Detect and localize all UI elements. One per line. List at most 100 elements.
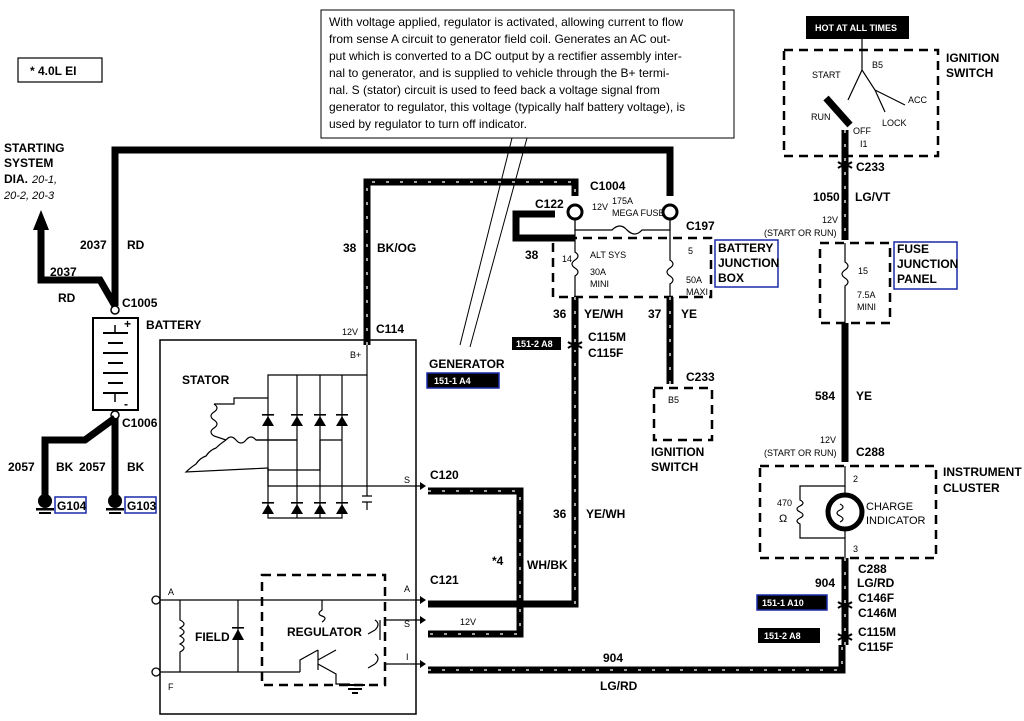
charge-label-1: CHARGE xyxy=(866,501,913,513)
battery-top-connector xyxy=(110,305,120,315)
ignition-switch-contacts xyxy=(847,38,906,113)
cluster-pin-2: 2 xyxy=(853,474,858,484)
svg-text:+: + xyxy=(124,317,131,331)
regulator-box xyxy=(260,573,387,687)
ignition-switch-label-1: IGNITION xyxy=(946,51,999,65)
generator-label: GENERATOR xyxy=(429,357,505,371)
generator-volt-label: 12V xyxy=(342,327,358,337)
f-label: F xyxy=(168,682,174,692)
c115m-label: C115M xyxy=(588,330,626,344)
i1-label: I1 xyxy=(860,139,868,149)
battery-symbol: + - xyxy=(92,317,139,411)
arrow-right-icon xyxy=(420,660,426,668)
c1006-label: C1006 xyxy=(122,416,158,430)
ground-icon xyxy=(345,684,365,694)
ignition-switch-box xyxy=(782,48,940,158)
ground-wire-labels: 2057 BK 2057 BK xyxy=(8,460,145,474)
bjb-connectors xyxy=(566,203,679,221)
mega-fuse-label: MEGA FUSE xyxy=(612,208,665,218)
wire-38-bk-og xyxy=(363,178,579,345)
ignition-lower-label-2: SWITCH xyxy=(651,460,698,474)
c115f-label: C115F xyxy=(588,346,623,360)
svg-text:put which is converted to a DC: put which is converted to a DC output by… xyxy=(329,49,682,63)
svg-text:generator to regulator, this v: generator to regulator, this voltage (ty… xyxy=(329,100,685,114)
ignition-switch-label-2: SWITCH xyxy=(946,66,993,80)
run-label: RUN xyxy=(811,112,831,122)
wire-38-c122-num: 38 xyxy=(525,248,539,262)
svg-text:nal to generator, and is suppl: nal to generator, and is supplied to veh… xyxy=(329,66,670,80)
svg-text:JUNCTION: JUNCTION xyxy=(718,256,779,270)
g103-link[interactable] xyxy=(124,496,157,514)
field-circuit xyxy=(160,599,420,673)
off-label: OFF xyxy=(853,126,871,136)
svg-text:YE/WH: YE/WH xyxy=(586,507,625,521)
ignition-lower-label-1: IGNITION xyxy=(651,445,704,459)
c115-ref: 151-2 A8 xyxy=(516,339,553,349)
svg-text:-: - xyxy=(124,397,128,411)
arrow-right-icon xyxy=(420,616,426,624)
c114-label: C114 xyxy=(376,322,404,336)
ye584-volt: 12V xyxy=(820,435,836,445)
generator-ref: 151-1 A4 xyxy=(434,376,471,386)
charge-label-2: INDICATOR xyxy=(866,515,926,527)
c115-connector-icon xyxy=(567,341,583,349)
c146f-label: C146F xyxy=(858,591,894,605)
c120-label: C120 xyxy=(430,468,459,482)
svg-text:nal. S (stator) circuit is us: nal. S (stator) circuit is used to feed … xyxy=(329,83,660,97)
note-text: With voltage applied, regulator is activ… xyxy=(329,15,685,131)
s-circuit-line xyxy=(267,468,420,487)
svg-text:used by regulator to turn off: used by regulator to turn off indicator. xyxy=(329,117,527,131)
s-terminal-label: S xyxy=(404,475,410,485)
wire-584-num: 584 xyxy=(815,389,835,403)
c233-connector-icon xyxy=(837,161,853,169)
arrow-right-icon xyxy=(420,596,426,604)
svg-text:2057: 2057 xyxy=(79,460,106,474)
ground-icon xyxy=(36,494,124,514)
regulator-label: REGULATOR xyxy=(287,625,362,639)
f-terminal xyxy=(151,667,161,677)
cluster-pin-3: 3 xyxy=(853,544,858,554)
g104-link[interactable] xyxy=(54,496,87,514)
c115-ref-link[interactable] xyxy=(512,337,561,350)
ref-151-1-a10: 151-1 A10 xyxy=(762,598,804,608)
battery-label: BATTERY xyxy=(146,318,201,332)
arrow-up-icon xyxy=(33,210,49,230)
star4-label: *4 xyxy=(492,554,504,568)
note-pointer xyxy=(459,137,528,348)
hot-at-all-times: HOT AT ALL TIMES xyxy=(815,23,897,33)
fuse-14-type: MINI xyxy=(590,279,609,289)
fuse-junction-link[interactable] xyxy=(893,241,958,290)
wire-904-right-color: LG/RD xyxy=(857,576,895,590)
c121-label: C121 xyxy=(430,573,459,587)
battery-junction-link[interactable] xyxy=(714,239,779,288)
c1005-label: C1005 xyxy=(122,296,158,310)
ref-151-2-a8-link[interactable] xyxy=(758,628,820,643)
ref-151-1-a10-link[interactable] xyxy=(756,594,828,611)
ign-start-run: (START OR RUN) xyxy=(764,228,837,238)
fuse-15-icon xyxy=(841,243,849,325)
field-diode-icon xyxy=(232,629,244,640)
generator-box xyxy=(159,339,417,715)
svg-text:SYSTEM: SYSTEM xyxy=(4,156,53,170)
c1004-label: C1004 xyxy=(590,179,626,193)
wire-38-num: 38 xyxy=(343,241,357,255)
stator-label: STATOR xyxy=(182,373,230,387)
generator-ref-link[interactable] xyxy=(426,372,500,389)
wire-1050-num: 1050 xyxy=(813,190,840,204)
diode-icon xyxy=(262,414,348,514)
wire-1050-color: LG/VT xyxy=(855,190,891,204)
wire-2037-labels: 2037 RD 2037 RD xyxy=(50,238,145,305)
svg-text:2037: 2037 xyxy=(50,265,77,279)
fuse-14-num: 14 xyxy=(562,254,572,264)
maxi-fuse xyxy=(666,230,674,300)
svg-text:36: 36 xyxy=(553,507,567,521)
c146m-label: C146M xyxy=(858,606,897,620)
c122-label: C122 xyxy=(535,197,564,211)
terminal-letters: A S I xyxy=(404,584,410,662)
svg-text:2057: 2057 xyxy=(8,460,35,474)
svg-text:S: S xyxy=(404,619,410,629)
field-diode-bar xyxy=(232,627,244,629)
svg-text:I: I xyxy=(406,652,409,662)
wire-36-num: 36 xyxy=(553,307,567,321)
